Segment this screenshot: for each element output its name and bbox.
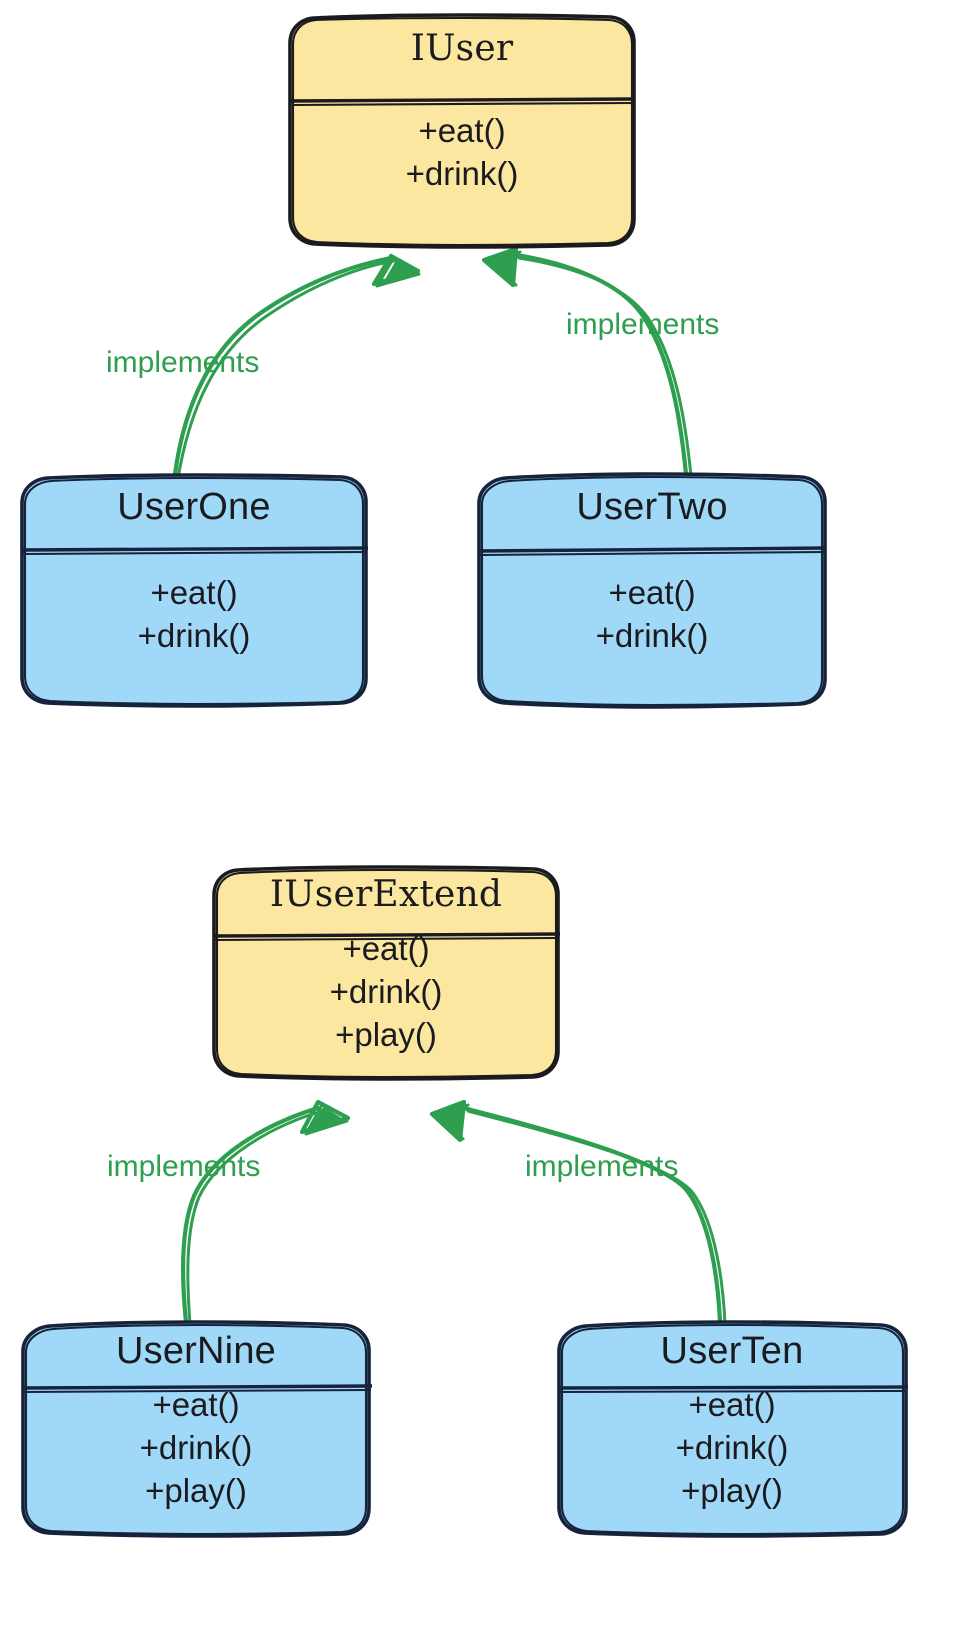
edge-label-implements-1: implements (106, 346, 260, 379)
class-members: +eat() +drink() +play() (212, 914, 560, 1057)
member-item: +eat() (418, 111, 506, 149)
member-item: +play() (681, 1471, 783, 1509)
class-title: UserTen (660, 1330, 804, 1372)
edge-userten-to-iuserextend (429, 1099, 727, 1326)
member-item: +eat() (150, 573, 238, 611)
class-title: UserNine (116, 1330, 276, 1372)
class-members: +eat() +drink() +play() (22, 1372, 370, 1513)
member-item: +drink() (405, 154, 519, 192)
member-item: +play() (145, 1471, 247, 1509)
class-box-userten[interactable]: UserTen +eat() +drink() +play() (557, 1320, 909, 1538)
member-item: +eat() (342, 929, 430, 967)
member-item: +drink() (675, 1428, 789, 1466)
edge-label-implements-4: implements (525, 1150, 679, 1183)
class-title: UserOne (117, 486, 271, 528)
member-item: +drink() (595, 616, 709, 654)
member-item: +eat() (608, 573, 696, 611)
class-box-usernine[interactable]: UserNine +eat() +drink() +play() (21, 1320, 373, 1538)
member-item: +drink() (139, 1428, 253, 1466)
class-members: +eat() +drink() (288, 68, 636, 196)
edge-usertwo-to-iuser (481, 246, 693, 478)
member-item: +eat() (152, 1385, 240, 1423)
member-item: +play() (335, 1015, 437, 1053)
edge-label-implements-3: implements (107, 1150, 261, 1183)
class-box-userone[interactable]: UserOne +eat() +drink() (20, 473, 369, 708)
edge-label-implements-2: implements (566, 308, 720, 341)
class-members: +eat() +drink() (478, 528, 826, 658)
class-members: +eat() +drink() (20, 528, 368, 658)
class-box-iuserextend[interactable]: IUserExtend +eat() +drink() +play() (212, 865, 561, 1081)
class-members: +eat() +drink() +play() (558, 1372, 906, 1513)
member-item: +eat() (688, 1385, 776, 1423)
edge-userone-to-iuser (172, 253, 421, 480)
edge-usernine-to-iuserextend (180, 1099, 351, 1326)
class-title: IUserExtend (269, 874, 503, 915)
class-title: IUser (410, 28, 514, 69)
class-box-usertwo[interactable]: UserTwo +eat() +drink() (477, 472, 827, 709)
class-box-iuser[interactable]: IUser +eat() +drink() (288, 13, 636, 249)
class-title: UserTwo (576, 486, 728, 528)
member-item: +drink() (137, 616, 251, 654)
member-item: +drink() (329, 972, 443, 1010)
